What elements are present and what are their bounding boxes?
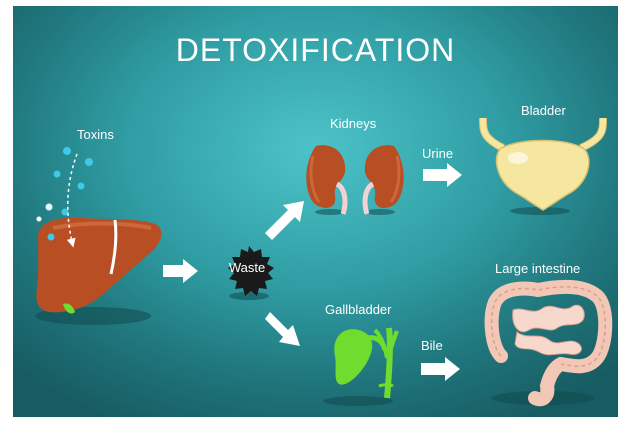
large-intestine-icon <box>492 287 606 399</box>
liver-icon <box>36 218 161 314</box>
arrow-gallbladder-to-intestine <box>421 357 460 381</box>
arrow-waste-to-gallbladder <box>265 312 300 346</box>
arrow-liver-to-waste <box>163 259 198 283</box>
arrow-kidneys-to-bladder <box>423 163 462 187</box>
gallbladder-icon <box>334 328 397 398</box>
waste-label: Waste <box>226 261 268 274</box>
arrow-waste-to-kidneys <box>265 201 304 240</box>
diagram-canvas: DETOXIFICATION Toxins Kidneys Urine Blad… <box>13 6 618 417</box>
kidneys-label: Kidneys <box>330 117 376 130</box>
bile-label: Bile <box>421 339 443 352</box>
page-title: DETOXIFICATION <box>13 34 618 66</box>
bladder-icon <box>483 118 603 210</box>
kidneys-icon <box>306 145 403 214</box>
large-intestine-label: Large intestine <box>495 262 580 275</box>
gallbladder-label: Gallbladder <box>325 303 392 316</box>
toxins-label: Toxins <box>77 128 114 141</box>
urine-label: Urine <box>422 147 453 160</box>
bladder-label: Bladder <box>521 104 566 117</box>
